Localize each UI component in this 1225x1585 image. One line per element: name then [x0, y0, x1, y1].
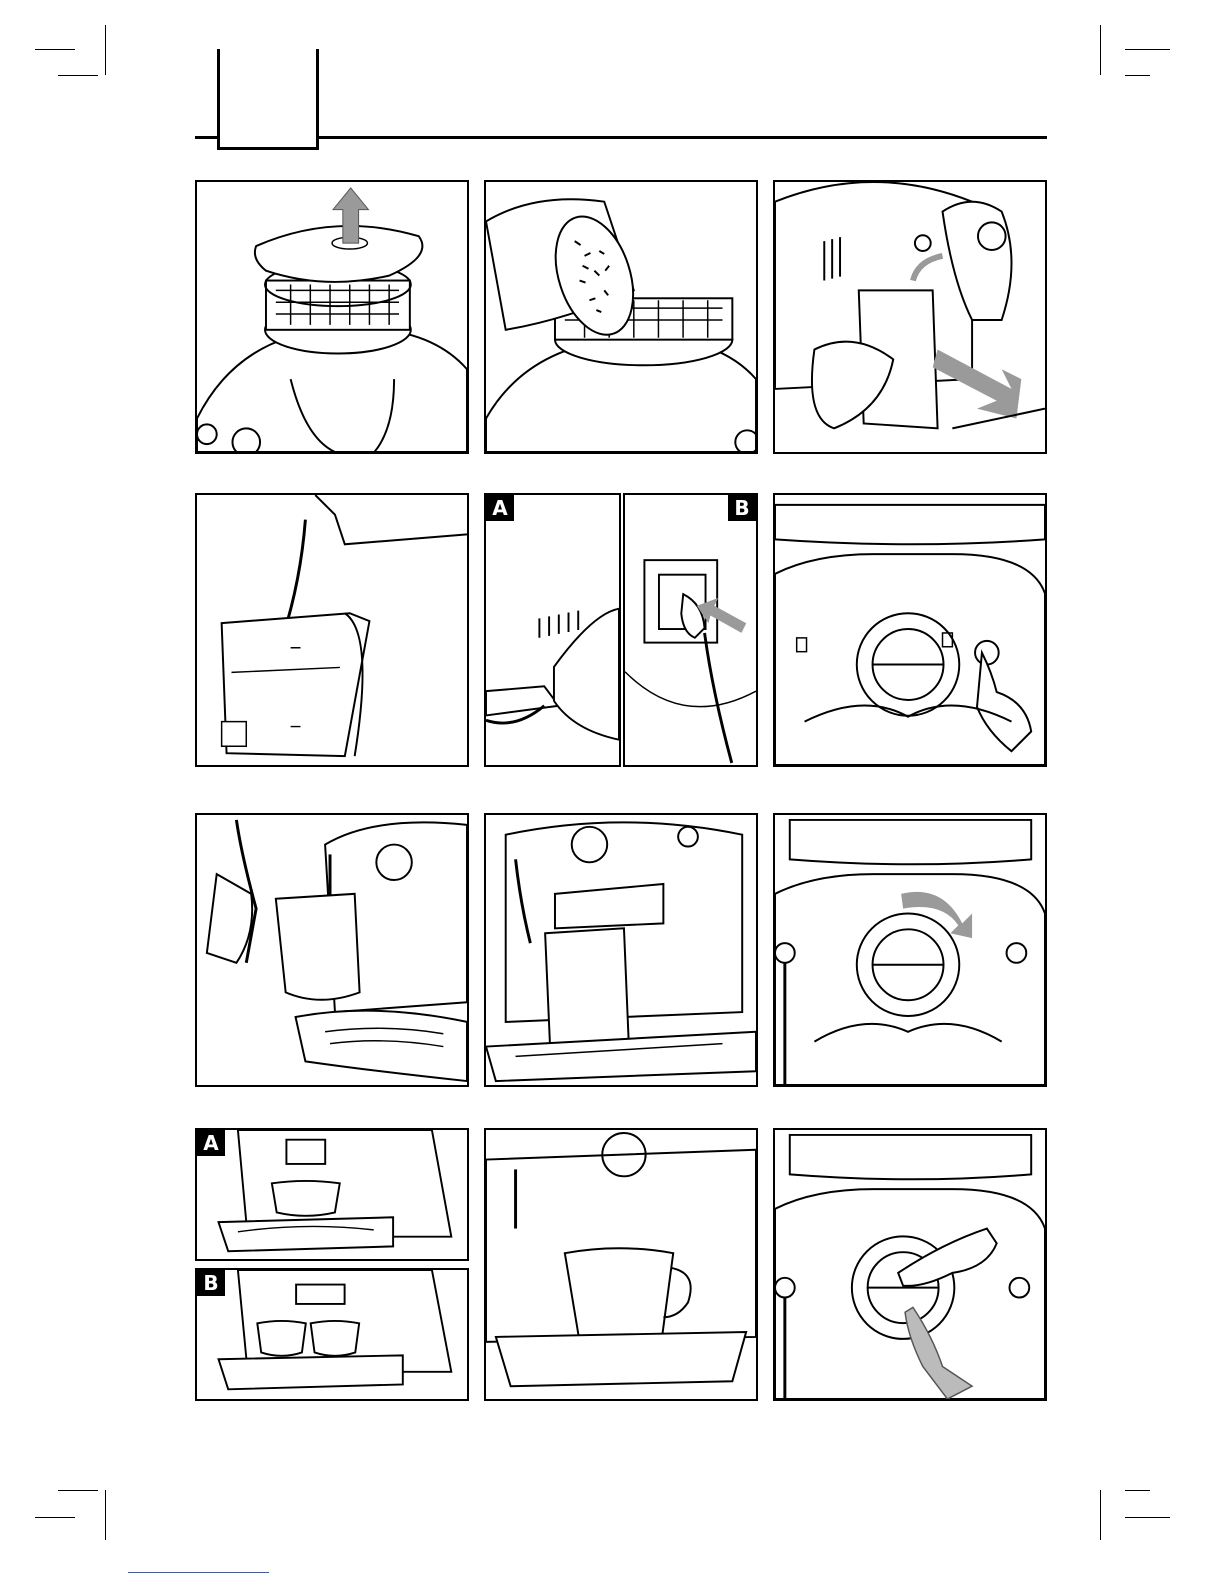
crop-mark-bl-v	[105, 1490, 106, 1540]
step-6-illustration	[775, 495, 1045, 765]
step-7-illustration	[197, 815, 467, 1085]
crop-mark-br-h2	[1125, 1490, 1150, 1491]
step-3-illustration	[775, 182, 1045, 452]
crop-mark-tl-h2	[58, 75, 98, 76]
step-4-panel-fill-water	[195, 493, 469, 767]
step-9-illustration	[775, 815, 1045, 1085]
step-10a-panel-one-cup: A	[195, 1128, 469, 1261]
crop-mark-tr-h2	[1125, 75, 1150, 76]
step-1-illustration	[197, 182, 467, 452]
header-rule	[195, 136, 1047, 139]
step-3-panel-remove-water-tank	[773, 180, 1047, 454]
page-tab	[217, 49, 319, 150]
step-10b-illustration	[197, 1270, 467, 1399]
step-8-illustration	[486, 815, 756, 1085]
crop-mark-tr-v	[1100, 25, 1101, 75]
step-4-illustration	[197, 495, 467, 765]
step-11-panel-large-cup	[484, 1128, 758, 1401]
crop-mark-bl-h2	[58, 1490, 98, 1491]
step-5a-panel-plug-machine: A	[484, 493, 621, 767]
step-5b-illustration	[625, 495, 756, 765]
step-12-panel-press-button	[773, 1128, 1047, 1401]
step-12-illustration	[775, 1130, 1045, 1399]
crop-mark-br-v	[1100, 1490, 1101, 1540]
crop-mark-tl-h	[35, 49, 75, 50]
step-7-panel-steam-wand-jug	[195, 813, 469, 1087]
step-10b-panel-two-cups: B	[195, 1268, 469, 1401]
crop-mark-tl-v	[105, 25, 106, 75]
crop-mark-br-h	[1125, 1517, 1170, 1518]
bottom-link-underline	[128, 1572, 269, 1573]
step-2-panel-fill-beans	[484, 180, 758, 454]
step-2-illustration	[486, 182, 756, 452]
step-8-panel-jug-under-wand	[484, 813, 758, 1087]
step-9-panel-turn-knob	[773, 813, 1047, 1087]
crop-mark-bl-h	[35, 1517, 75, 1518]
step-5b-panel-wall-socket: B	[623, 493, 758, 767]
step-5a-illustration	[486, 495, 619, 765]
crop-mark-tr-h	[1125, 49, 1170, 50]
step-6-panel-power-on	[773, 493, 1047, 767]
step-11-illustration	[486, 1130, 756, 1399]
step-10a-illustration	[197, 1130, 467, 1259]
step-1-panel-remove-bean-lid	[195, 180, 469, 454]
